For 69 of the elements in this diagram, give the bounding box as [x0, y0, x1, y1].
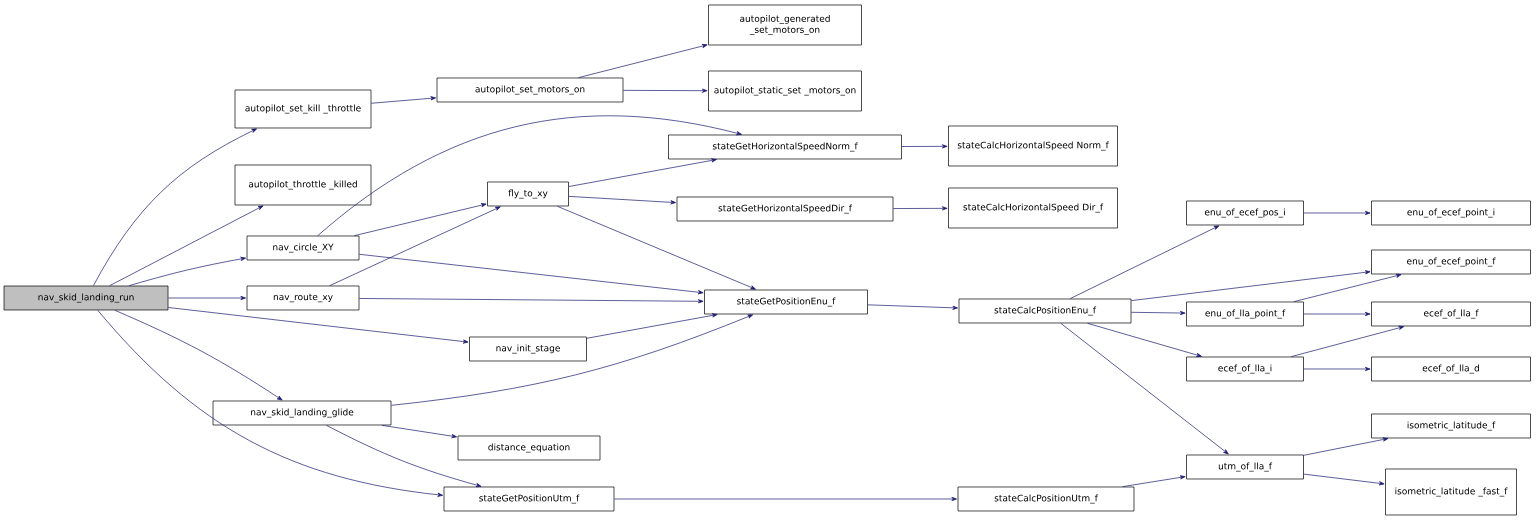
function-box: isometric_latitude _fast_f — [1385, 468, 1517, 516]
arrow — [381, 425, 457, 439]
function-box: autopilot_throttle _killed — [234, 164, 372, 206]
arrow — [109, 205, 264, 286]
arrow — [1087, 323, 1202, 358]
arrow — [391, 314, 754, 406]
arrow — [1060, 323, 1229, 455]
arrow — [329, 206, 501, 286]
arrow — [614, 496, 957, 502]
arrow — [623, 88, 708, 93]
function-box: stateCalcPositionUtm_f — [957, 486, 1135, 512]
function-box: stateGetPositionEnu_f — [704, 289, 868, 315]
function-box: stateCalcPositionEnu_f — [958, 298, 1132, 324]
function-box: autopilot_set_motors_on — [436, 77, 624, 103]
function-box: stateGetHorizontalSpeedDir_f — [676, 196, 894, 222]
arrow — [128, 256, 246, 286]
function-box: nav_skid_landing_glide — [212, 400, 392, 426]
function-box: distance_equation — [457, 435, 601, 461]
arrow — [93, 128, 257, 286]
function-box: stateCalcHorizontalSpeed Dir_f — [948, 187, 1118, 229]
function-box: isometric_latitude_f — [1371, 413, 1531, 439]
function-box: enu_of_ecef_point_f — [1371, 249, 1531, 275]
function-box: ecef_of_lla_d — [1371, 356, 1531, 382]
arrow — [893, 206, 948, 211]
arrow — [1303, 210, 1371, 216]
function-box: enu_of_ecef_pos_i — [1186, 200, 1304, 226]
function-box: stateGetHorizontalSpeedNorm_f — [668, 134, 902, 160]
function-box: enu_of_ecef_point_i — [1371, 200, 1531, 226]
arrow — [586, 313, 718, 339]
function-box: autopilot_static_set _motors_on — [708, 70, 862, 112]
arrow — [1303, 311, 1371, 317]
arrow — [168, 307, 469, 344]
function-box: fly_to_xy — [487, 181, 569, 207]
function-box: ecef_of_lla_f — [1371, 301, 1531, 327]
arrow — [1303, 473, 1385, 486]
arrow — [326, 425, 482, 488]
function-box: nav_init_stage — [469, 336, 587, 362]
function-box: enu_of_lla_point_f — [1186, 301, 1304, 327]
arrow — [1122, 475, 1186, 487]
arrow — [557, 206, 756, 290]
arrow — [1303, 366, 1371, 372]
arrow — [568, 196, 676, 205]
function-box: nav_circle_XY — [246, 235, 360, 261]
function-box: ecef_of_lla_i — [1186, 356, 1304, 382]
function-box: autopilot_generated _set_motors_on — [708, 4, 862, 46]
function-box: utm_of_lla_f — [1186, 454, 1304, 480]
arrow — [867, 304, 958, 310]
function-box: stateCalcHorizontalSpeed Norm_f — [948, 125, 1118, 167]
arrow — [371, 96, 436, 104]
arrow — [168, 295, 246, 301]
function-box: nav_skid_landing_run — [3, 285, 169, 311]
arrow — [1069, 225, 1220, 299]
function-box: nav_route_xy — [246, 285, 360, 311]
arrow — [1131, 310, 1186, 316]
arrow — [114, 310, 283, 401]
arrow — [568, 158, 717, 187]
function-box: stateGetPositionUtm_f — [443, 486, 615, 512]
arrow — [359, 298, 704, 304]
arrow — [359, 253, 704, 295]
arrow — [1290, 325, 1405, 357]
arrow — [578, 44, 708, 78]
arrow — [97, 310, 443, 497]
arrow — [1303, 437, 1389, 456]
arrow — [1131, 270, 1371, 301]
arrow — [901, 144, 948, 149]
arrow — [317, 115, 742, 236]
arrow — [1293, 273, 1402, 302]
arrow — [354, 203, 487, 236]
function-box: autopilot_set_kill _throttle — [234, 89, 372, 129]
